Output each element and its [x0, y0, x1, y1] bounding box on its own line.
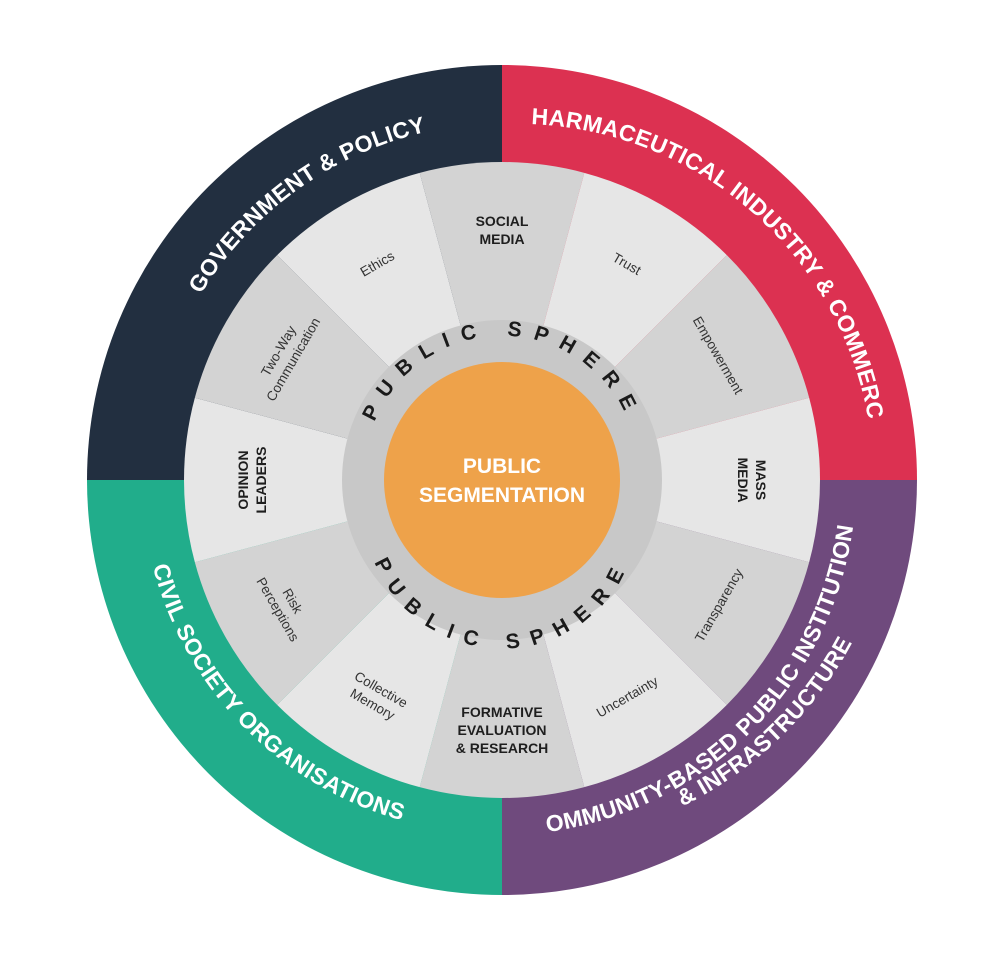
segment-label-social-media-line1: SOCIAL — [476, 213, 529, 229]
segment-label-social-media-line2: MEDIA — [479, 231, 524, 247]
segment-label-formative-evaluation-line3: & RESEARCH — [456, 740, 549, 756]
segment-label-mass-media-line1: MASS — [753, 460, 769, 500]
segment-label-group-formative-evaluation: FORMATIVE EVALUATION & RESEARCH — [456, 704, 549, 756]
segment-label-formative-evaluation-line2: EVALUATION — [458, 722, 547, 738]
center-label-line1: PUBLIC — [463, 455, 541, 478]
segment-label-opinion-leaders-line2: LEADERS — [253, 447, 269, 514]
segment-label-formative-evaluation-line1: FORMATIVE — [461, 704, 542, 720]
public-segmentation-core — [384, 362, 620, 598]
center-label-line2: SEGMENTATION — [419, 484, 585, 507]
segment-label-opinion-leaders-line1: OPINION — [235, 450, 251, 509]
segment-label-mass-media-line2: MEDIA — [735, 457, 751, 502]
segment-label-group-social-media: SOCIAL MEDIA — [476, 213, 529, 247]
